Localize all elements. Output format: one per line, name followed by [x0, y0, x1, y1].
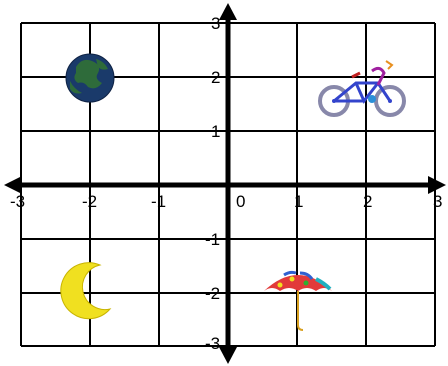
earth-globe-icon	[66, 54, 114, 102]
x-tick-label: -3	[10, 192, 25, 211]
y-axis-top-arrow	[219, 3, 237, 20]
x-tick-label: -1	[151, 192, 166, 211]
x-tick-label: 2	[363, 192, 372, 211]
y-tick-label: 2	[211, 68, 220, 87]
y-axis-bottom-arrow	[219, 347, 237, 364]
y-tick-label: 3	[211, 14, 220, 33]
crescent-moon-icon	[61, 263, 110, 319]
x-tick-label: 0	[236, 192, 245, 211]
bicycle-icon	[320, 61, 404, 115]
pictures	[61, 54, 404, 330]
y-tick-label: -2	[205, 284, 220, 303]
y-tick-label: -1	[205, 230, 220, 249]
y-tick-label: 1	[211, 122, 220, 141]
y-tick-label: -3	[205, 334, 220, 353]
x-tick-label: 3	[433, 192, 442, 211]
x-tick-label: 1	[294, 192, 303, 211]
umbrella-icon	[264, 272, 332, 330]
x-tick-label: -2	[82, 192, 97, 211]
